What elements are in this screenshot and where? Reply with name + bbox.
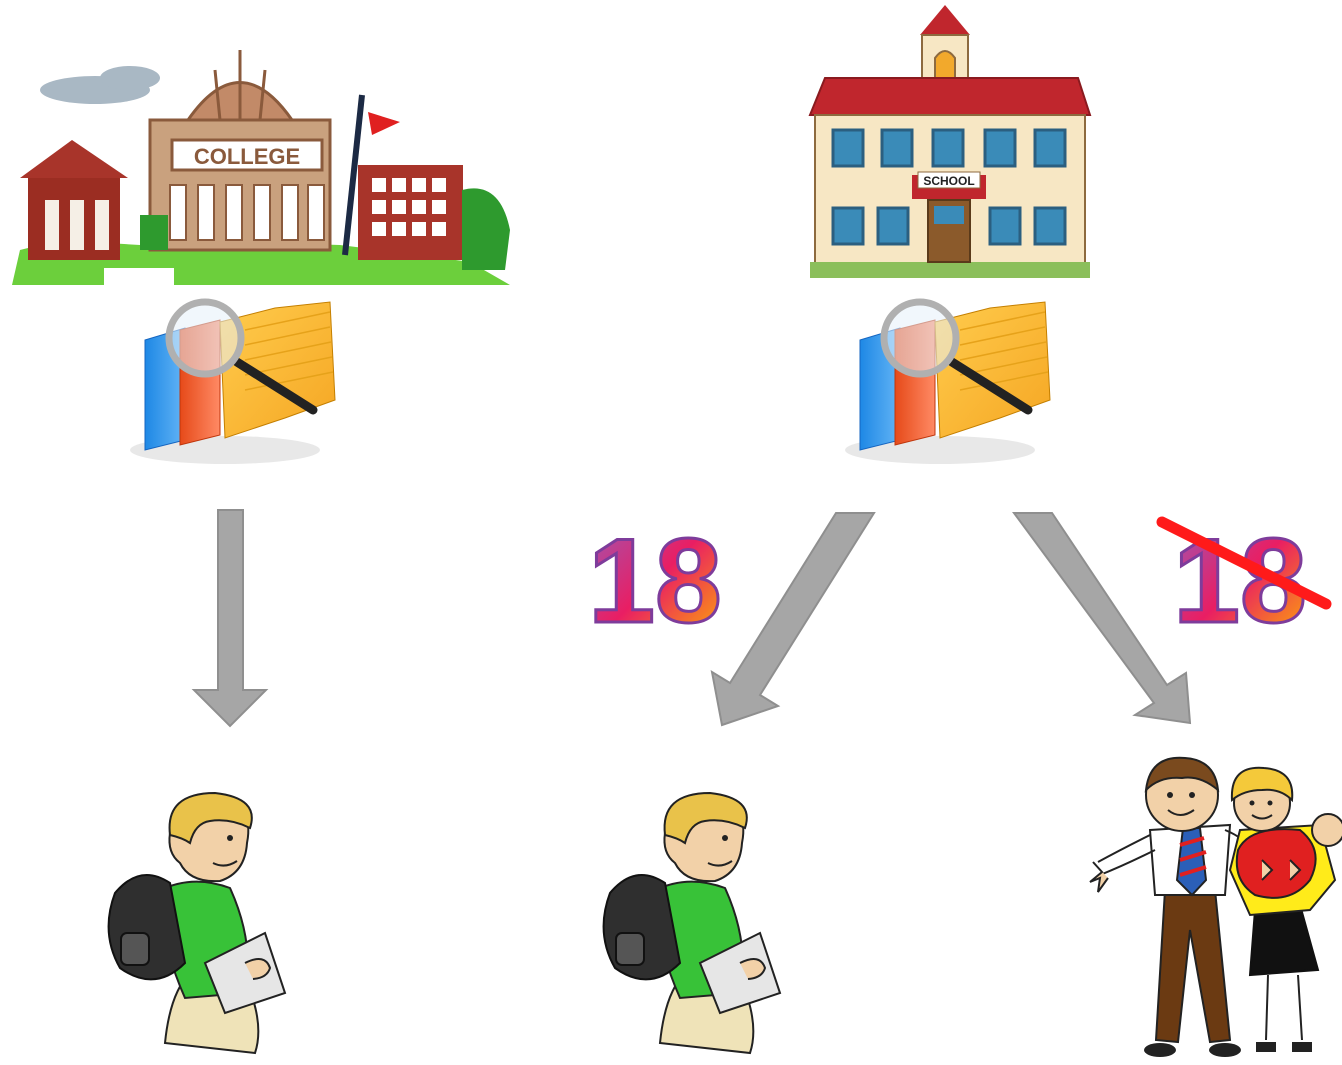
age-18-text: 18: [588, 514, 721, 648]
strike-line: [1156, 516, 1332, 610]
college-sign-text: COLLEGE: [194, 144, 300, 169]
student-with-backpack-icon-left: [107, 792, 286, 1054]
school-records-folders-icon: [845, 302, 1050, 464]
student-with-backpack-icon-middle: [602, 792, 781, 1054]
arrow-college-to-student: [191, 509, 269, 728]
age-18-badge-icon: 18: [587, 513, 723, 650]
arrow-school-to-parents: [1012, 512, 1192, 725]
arrow-school-to-student: [710, 512, 876, 727]
crossed-out-age-18-icon: 18: [1156, 513, 1332, 650]
parents-with-baby-icon: [1089, 756, 1342, 1057]
school-building-icon: SCHOOL: [808, 5, 1092, 278]
college-building-icon: COLLEGE: [12, 50, 510, 286]
school-sign-text: SCHOOL: [923, 174, 974, 188]
college-records-folders-icon: [130, 302, 335, 464]
